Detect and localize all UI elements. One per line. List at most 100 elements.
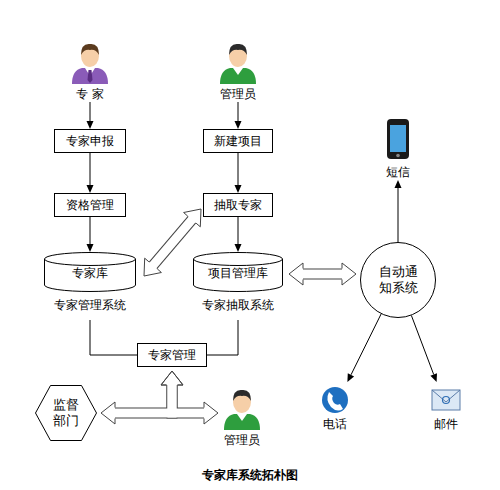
- arrow-head: [430, 373, 437, 382]
- hollow-arrow-outline: [114, 384, 172, 413]
- icon-caption: 管理员: [200, 87, 276, 102]
- hollow-arrow-outline: [152, 219, 192, 266]
- shape-label: 监督部门: [52, 397, 80, 429]
- arrow-head: [235, 121, 242, 129]
- database-cylinder: 专家库专家管理系统: [44, 252, 136, 320]
- arrow-line: [90, 153, 91, 185]
- hollow-arrow-head: [144, 258, 161, 276]
- department-hexagon: 监督部门: [35, 385, 97, 441]
- diagram-caption: 专家库系统拓朴图: [0, 467, 500, 484]
- hollow-arrow-head: [342, 263, 356, 285]
- hollow-arrow-body: [152, 219, 192, 266]
- hollow-arrow-head: [161, 371, 183, 385]
- database-cylinder: 项目管理库专家抽取系统: [193, 252, 283, 320]
- process-box: 专家申报: [54, 129, 126, 153]
- arrow-head: [87, 244, 94, 252]
- arrow-line: [238, 153, 239, 185]
- arrow-head: [87, 185, 94, 193]
- mobile-phone-icon: [387, 119, 409, 159]
- hollow-arrow-head-fill: [204, 402, 218, 424]
- hollow-arrow-head-fill: [342, 263, 356, 285]
- person-node: 管理员: [222, 388, 262, 448]
- icon-caption: 短信: [368, 165, 428, 180]
- telephone-icon: [322, 387, 348, 413]
- box-label: 专家申报: [66, 134, 114, 149]
- process-box: 新建项目: [203, 129, 273, 153]
- icon-node: 邮件: [424, 382, 468, 432]
- icon-node: 电话: [315, 382, 355, 432]
- icon-caption: 邮件: [414, 417, 478, 432]
- expert-icon: [72, 44, 108, 84]
- arrow-line: [351, 314, 381, 375]
- hexagon-shape: [36, 386, 97, 441]
- database-label: 专家库: [34, 266, 146, 281]
- hollow-arrow-head: [289, 263, 303, 285]
- process-box: 专家管理: [137, 343, 207, 367]
- hollow-arrow-outline: [302, 269, 343, 280]
- arrow-head: [395, 180, 402, 188]
- arrow-line: [238, 217, 239, 244]
- hollow-arrow-head-fill: [161, 371, 183, 385]
- arrow-head: [87, 121, 94, 129]
- icon-node: 短信: [378, 116, 418, 180]
- box-label: 资格管理: [66, 198, 114, 213]
- shape-label: 自动通知系统: [377, 264, 419, 296]
- hollow-arrow-head-fill: [144, 258, 161, 276]
- circle-shape: [361, 243, 436, 318]
- connector-group: [90, 102, 434, 413]
- hollow-arrow-head-fill: [184, 209, 201, 227]
- email-icon: [432, 390, 460, 410]
- hollow-arrow-head: [184, 209, 201, 227]
- system-circle: 自动通知系统: [360, 242, 436, 318]
- hollow-arrow-outline: [172, 384, 205, 413]
- hollow-arrow-head-fill: [161, 371, 183, 385]
- system-name: 专家管理系统: [34, 298, 146, 313]
- icon-label: 管理员: [212, 433, 272, 448]
- icon-label: 专 家: [52, 87, 128, 102]
- hollow-arrow-body: [172, 384, 205, 413]
- hollow-arrow-head: [204, 402, 218, 424]
- arrow-line: [398, 188, 399, 242]
- arrow-head: [347, 373, 354, 382]
- arrow-line: [207, 320, 238, 355]
- box-label: 新建项目: [214, 134, 262, 149]
- database-label: 项目管理库: [183, 266, 293, 281]
- system-name: 专家抽取系统: [183, 298, 293, 313]
- connector-group: [87, 121, 438, 424]
- hollow-arrow-body: [114, 384, 172, 413]
- icon-label: 管理员: [200, 87, 276, 102]
- shape-text: 监督部门: [35, 385, 97, 441]
- process-box: 抽取专家: [203, 193, 273, 217]
- hollow-arrow-head-fill: [289, 263, 303, 285]
- arrow-line: [90, 217, 91, 244]
- connector-group: [101, 209, 356, 424]
- cylinder-rim: [194, 259, 283, 266]
- person-node: 管理员: [210, 42, 266, 102]
- arrow-line: [238, 102, 239, 121]
- process-box: 资格管理: [54, 193, 126, 217]
- box-label: 抽取专家: [214, 198, 262, 213]
- icon-label: 电话: [305, 417, 365, 432]
- admin-icon: [220, 44, 256, 84]
- hollow-arrow-head: [101, 402, 115, 424]
- icon-caption: 管理员: [212, 433, 272, 448]
- arrow-line: [90, 102, 91, 121]
- person-node: 专 家: [62, 42, 118, 102]
- cylinder-rim: [45, 259, 136, 265]
- box-label: 专家管理: [148, 348, 196, 363]
- arrow-line: [411, 316, 433, 375]
- icon-label: 短信: [368, 165, 428, 180]
- hollow-arrow-head: [161, 371, 183, 385]
- arrow-head: [235, 185, 242, 193]
- shape-text: 自动通知系统: [360, 242, 436, 318]
- hollow-arrow-head-fill: [101, 402, 115, 424]
- icon-caption: 电话: [305, 417, 365, 432]
- hollow-arrow-body: [302, 270, 343, 279]
- icon-label: 邮件: [414, 417, 478, 432]
- icon-caption: 专 家: [52, 87, 128, 102]
- arrow-line: [90, 320, 137, 355]
- arrow-head: [235, 244, 242, 252]
- admin-icon: [224, 390, 260, 430]
